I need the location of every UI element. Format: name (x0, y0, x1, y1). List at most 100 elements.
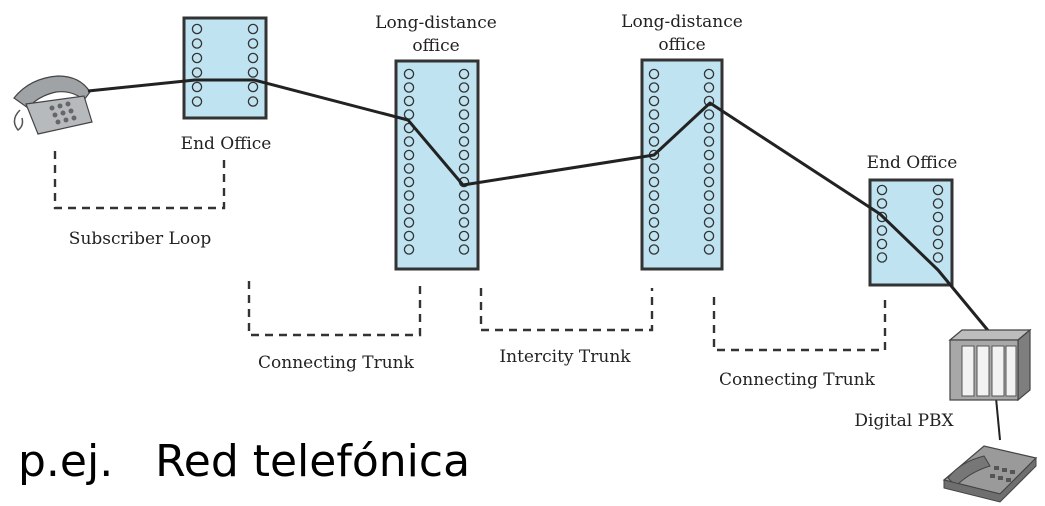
connector-hole (191, 67, 203, 78)
slide-caption: p.ej. Red telefónica (18, 436, 471, 487)
connector-hole (648, 109, 660, 120)
connector-hole (403, 136, 415, 147)
connector-hole (876, 225, 888, 236)
long-distance-office-right-label-line2: office (658, 35, 705, 55)
connector-hole (703, 82, 715, 93)
connector-hole (458, 95, 470, 107)
connector-hole (703, 68, 715, 80)
connecting-trunk-right-label: Connecting Trunk (719, 370, 876, 390)
connector-hole (703, 136, 715, 147)
connector-hole (403, 217, 415, 228)
connector-hole (932, 198, 944, 209)
connector-hole (648, 122, 660, 134)
connector-hole (191, 52, 203, 64)
telephone-icon (942, 445, 1038, 503)
connector-hole (403, 176, 415, 188)
connector-hole (648, 203, 660, 215)
connector-hole (648, 176, 660, 188)
connector-hole (648, 163, 660, 174)
connecting-trunk-left-bracket (247, 281, 422, 337)
connector-hole (648, 82, 660, 93)
connector-hole (458, 230, 470, 242)
connector-hole (648, 68, 660, 80)
connecting-trunk-left-label: Connecting Trunk (258, 353, 415, 373)
connection-path (87, 78, 1002, 346)
connector-hole (648, 136, 660, 147)
connector-hole (458, 109, 470, 120)
end-office-left-label: End Office (181, 134, 272, 154)
connector-hole (703, 163, 715, 174)
connector-hole (403, 190, 415, 201)
telephone-icon (13, 75, 93, 135)
connector-hole (247, 81, 259, 93)
digital-pbx-label: Digital PBX (854, 411, 954, 431)
connector-hole (932, 238, 944, 250)
connector-hole (458, 163, 470, 174)
connector-hole (247, 23, 259, 35)
connector-hole (458, 122, 470, 134)
connector-hole (703, 122, 715, 134)
intercity-trunk-bracket (479, 288, 654, 332)
connector-hole (403, 82, 415, 93)
connector-hole (403, 68, 415, 80)
connector-hole (932, 225, 944, 236)
pbx-to-phone-wire (995, 397, 1001, 441)
connector-hole (458, 68, 470, 80)
server-cabinet-icon (948, 328, 1032, 402)
connector-hole (191, 38, 203, 49)
connector-hole (648, 190, 660, 201)
subscriber-loop-label: Subscriber Loop (69, 229, 212, 249)
connector-hole (876, 211, 888, 223)
connector-hole (403, 244, 415, 255)
connector-hole (932, 252, 944, 263)
connector-hole (191, 23, 203, 35)
subscriber-loop-bracket (53, 151, 226, 210)
connector-hole (703, 230, 715, 242)
connector-hole (191, 81, 203, 93)
connector-hole (703, 190, 715, 201)
connector-hole (247, 38, 259, 49)
connector-hole (932, 211, 944, 223)
connector-hole (403, 163, 415, 174)
connector-hole (876, 252, 888, 263)
connector-hole (458, 149, 470, 161)
long-distance-office-left-box (394, 59, 480, 271)
connector-hole (876, 184, 888, 196)
long-distance-office-left-label-line1: Long-distance (375, 13, 497, 33)
connector-hole (458, 190, 470, 201)
intercity-trunk-label: Intercity Trunk (499, 347, 631, 367)
connector-hole (932, 184, 944, 196)
connector-hole (648, 217, 660, 228)
connector-hole (876, 198, 888, 209)
connector-hole (403, 230, 415, 242)
connector-hole (703, 176, 715, 188)
connector-hole (458, 217, 470, 228)
connector-hole (703, 244, 715, 255)
connector-hole (703, 149, 715, 161)
connector-hole (247, 67, 259, 78)
end-office-right-box (868, 178, 954, 287)
connector-hole (458, 244, 470, 255)
connector-hole (458, 203, 470, 215)
connector-hole (458, 136, 470, 147)
long-distance-office-right-label-line1: Long-distance (621, 12, 743, 32)
connector-hole (403, 203, 415, 215)
connector-hole (403, 149, 415, 161)
end-office-right-label: End Office (867, 153, 958, 173)
office-connector-holes (191, 23, 944, 263)
connector-hole (648, 244, 660, 255)
connector-hole (648, 95, 660, 107)
connector-hole (458, 82, 470, 93)
connector-hole (403, 95, 415, 107)
connector-hole (703, 217, 715, 228)
connector-hole (703, 109, 715, 120)
connector-hole (876, 238, 888, 250)
connector-hole (703, 203, 715, 215)
connector-hole (191, 96, 203, 107)
long-distance-office-left-label-line2: office (412, 36, 459, 56)
connecting-trunk-right-bracket (712, 297, 887, 352)
connector-hole (648, 230, 660, 242)
connector-hole (247, 52, 259, 64)
connector-hole (247, 96, 259, 107)
